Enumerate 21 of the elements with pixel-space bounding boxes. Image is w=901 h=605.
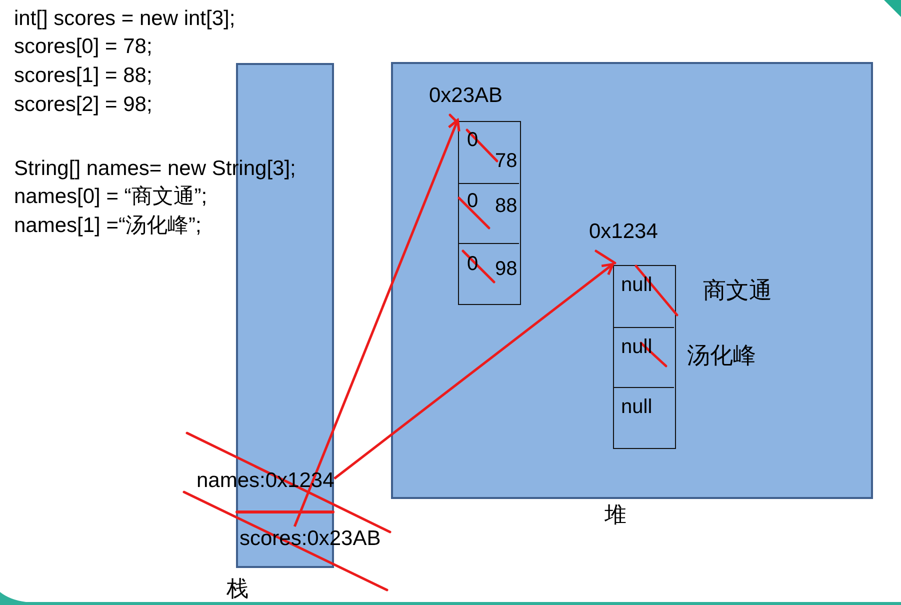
cell-value: 0	[467, 190, 478, 213]
code-line: scores[2] = 98;	[14, 93, 152, 118]
code-line: scores[0] = 78;	[14, 35, 152, 60]
cell-value: 98	[495, 258, 518, 281]
code-line: names[0] = “商文通”;	[14, 185, 208, 210]
arrow	[334, 262, 614, 480]
region-label: 堆	[604, 502, 626, 527]
cell-value: null	[621, 396, 652, 419]
cell-value: 78	[495, 150, 518, 173]
code-line: int[] scores = new int[3];	[14, 7, 236, 32]
address-label: 0x1234	[589, 220, 658, 244]
cell-value: 88	[495, 195, 518, 218]
address-label: 0x23AB	[429, 84, 503, 108]
arrow	[293, 118, 460, 527]
code-line: names[1] =“汤化峰”;	[14, 214, 202, 238]
region-label: 栈	[226, 576, 248, 601]
code-line: String[] names= new String[3];	[14, 157, 296, 182]
value-label: 商文通	[703, 277, 772, 304]
value-label: 汤化峰	[687, 342, 756, 368]
cell-value: null	[621, 274, 652, 297]
code-line: scores[1] = 88;	[14, 64, 152, 88]
